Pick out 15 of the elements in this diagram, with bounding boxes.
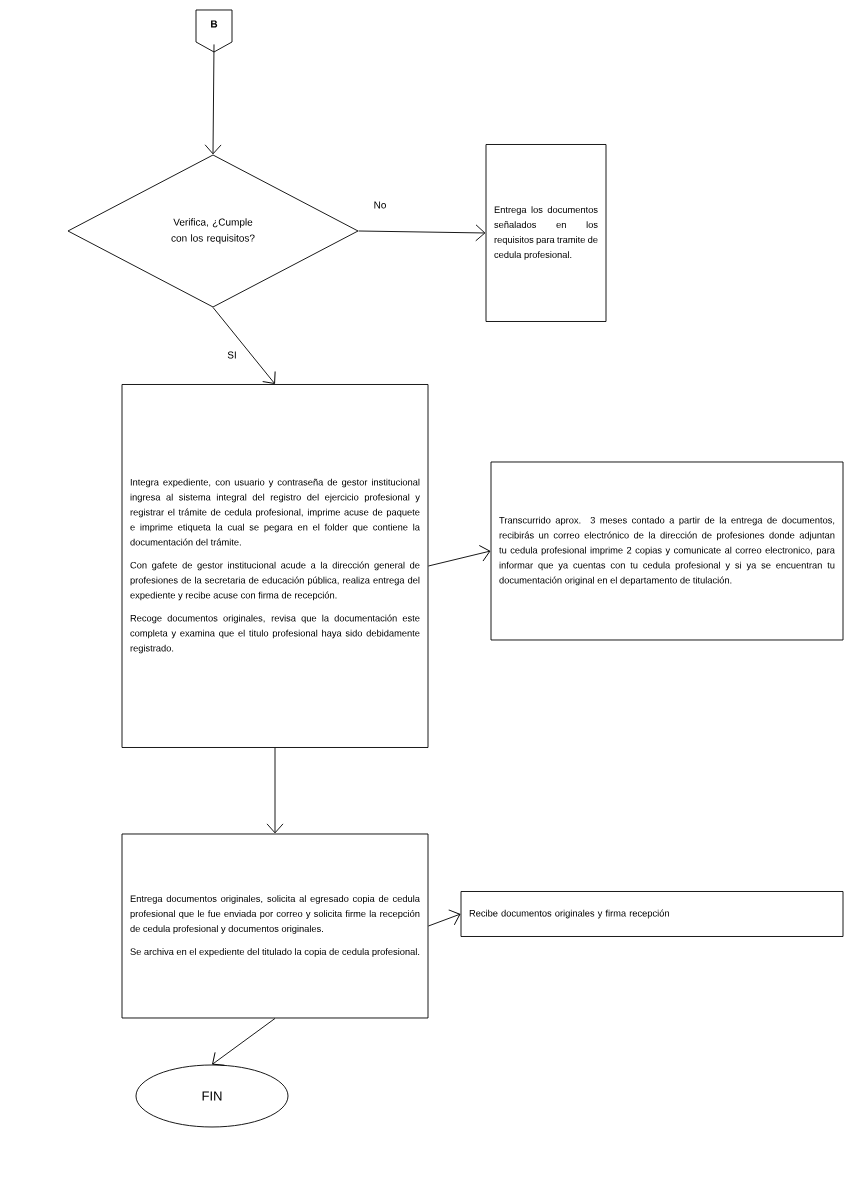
- process-box: Entrega documentos originales, solicita al egresado copia de cedula profesional que le fue enviada por correo y solicita firme la recepción de cedula profesional y documentos originales. Se archiva en el expediente del titulado la copia de cedula profesional.: [121, 833, 429, 1019]
- arrow: [212, 1018, 276, 1066]
- arrow: [428, 545, 491, 567]
- arrow: [212, 307, 276, 384]
- arrow: [428, 909, 461, 927]
- process-box: Integra expediente, con usuario y contraseña de gestor institucional ingresa al sistema integral del registro del ejercicio profesional y registrar el trámite de cedula profesional, imprime acuse de paquete e imprime etiqueta la cual se pegara en el folder que contiene la documentación del trámite. Con gafete de gestor institucional acude a la dirección general de profesiones de la secretaria de educación pública, realiza entrega del expediente y recibe acuse con firma de recepción. Recoge documentos originales, revisa que la documentación este completa y examina que el titulo profesional haya sido debidamente registrado.: [121, 384, 429, 748]
- arrow: [204, 44, 222, 155]
- process-box: Entrega los documentos señalados en los requisitos para tramite de cedula profesional.: [485, 144, 607, 322]
- edge-label: No: [374, 201, 386, 209]
- process-box: Transcurrido aprox. 3 meses contado a partir de la entrega de documentos, recibirás un correo electrónico de la dirección de profesiones donde adjuntan tu cedula profesional imprime 2 copias y comunicate al correo electronico, para informar que ya cuentas con tu cedula profesional y si ya se encuentran tu documentación original en el departamento de titulación.: [490, 461, 844, 641]
- arrow: [358, 224, 486, 242]
- off-page-connector: B: [195, 9, 233, 53]
- process-box: Recibe documentos originales y firma recepción: [460, 891, 844, 937]
- arrow: [266, 747, 284, 834]
- edge-label: SI: [227, 351, 236, 359]
